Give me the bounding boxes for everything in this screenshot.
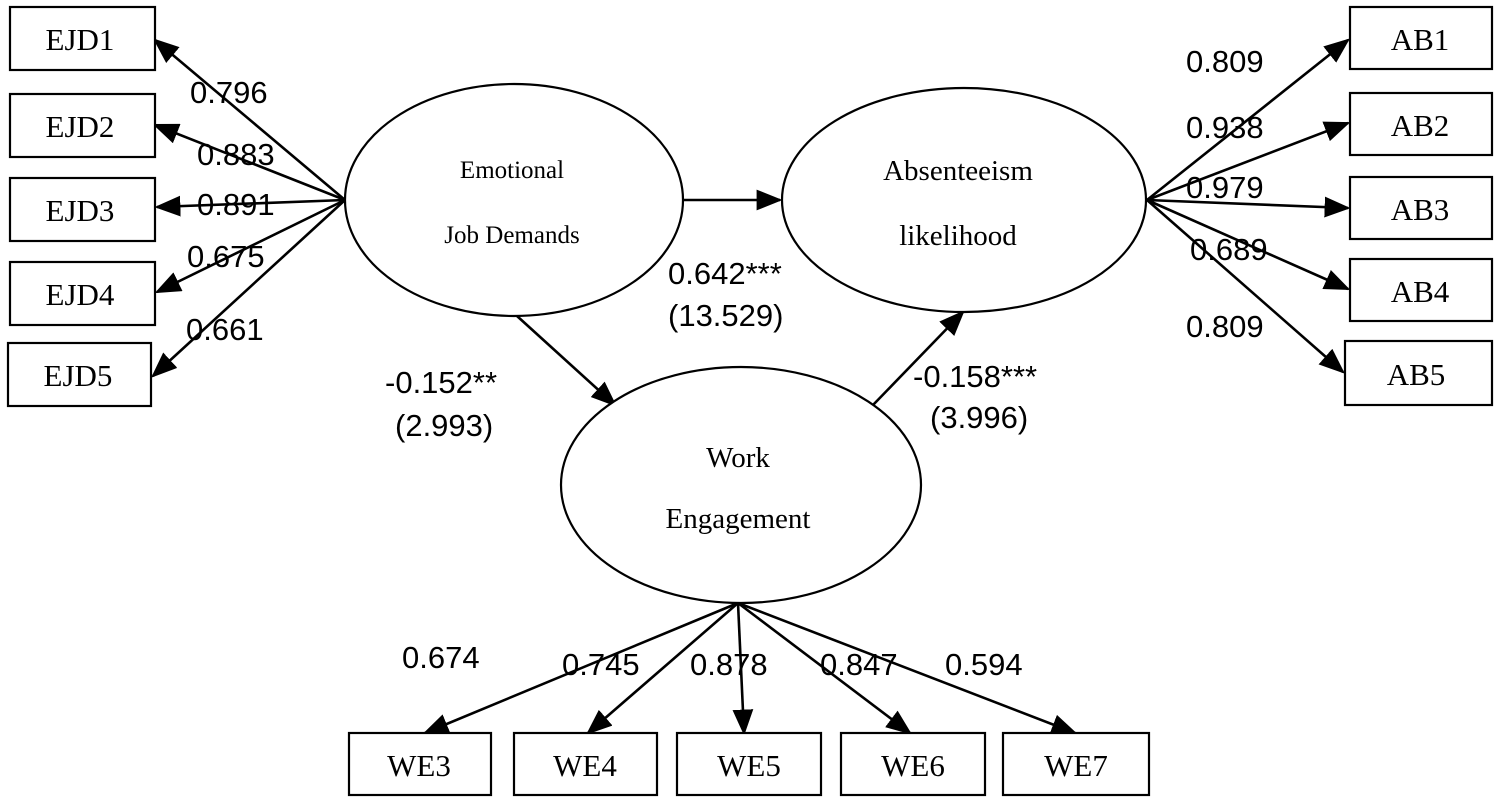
arrow-we-to-we3 (422, 601, 739, 735)
loading-label-we5: 0.878 (690, 647, 768, 682)
indicator-label-we3: WE3 (387, 748, 451, 783)
loading-label-we4: 0.745 (562, 647, 640, 682)
indicator-box-ejd5 (6, 341, 153, 408)
arrow-ab-to-ab2 (1146, 121, 1351, 202)
loading-labels-ab: 0.809 0.938 0.979 0.689 0.809 (1186, 44, 1268, 344)
structural-arrows (516, 189, 965, 407)
arrow-we-to-we6 (737, 601, 913, 735)
latent-label-ejd-line1: Emotional (460, 157, 564, 184)
indicator-box-we6 (839, 731, 987, 797)
indicator-box-we4 (512, 731, 659, 797)
indicator-box-we7 (1001, 731, 1151, 797)
measurement-arrows-ab (1146, 38, 1351, 374)
indicator-label-ejd5: EJD5 (44, 358, 113, 393)
indicator-label-we6: WE6 (881, 748, 945, 783)
indicator-label-ab2: AB2 (1391, 108, 1450, 143)
arrow-ejd-to-ejd5 (151, 199, 346, 378)
indicator-box-ab3 (1348, 175, 1494, 241)
indicator-label-ejd2: EJD2 (46, 109, 115, 144)
latent-label-we-line2: Engagement (666, 503, 811, 535)
indicator-label-ejd3: EJD3 (46, 193, 115, 228)
indicator-label-ab1: AB1 (1391, 22, 1450, 57)
indicator-box-ab1 (1348, 5, 1494, 71)
path-coef-ejd-we: -0.152** (385, 365, 497, 400)
latent-label-ab-line2: likelihood (899, 220, 1017, 252)
indicator-box-we3 (347, 731, 493, 797)
loading-label-we3: 0.674 (402, 640, 480, 675)
arrow-ab-to-ab4 (1146, 198, 1351, 291)
indicator-box-ejd4 (8, 260, 157, 327)
latent-work-engagement: Work Engagement (559, 365, 923, 605)
measurement-arrows-we (422, 601, 1078, 736)
path-t-ejd-we: (2.993) (395, 408, 493, 443)
loading-labels-we: 0.674 0.745 0.878 0.847 0.594 (402, 640, 1023, 682)
path-label-ejd-we: -0.152** (2.993) (385, 365, 497, 443)
path-coef-ejd-ab: 0.642*** (668, 256, 782, 291)
arrow-ab-to-ab5 (1146, 199, 1345, 374)
indicator-box-we5 (675, 731, 823, 797)
loading-label-ab5: 0.809 (1186, 309, 1264, 344)
arrow-ab-to-ab3 (1146, 196, 1351, 218)
indicator-label-ab4: AB4 (1391, 274, 1450, 309)
indicator-box-ab5 (1343, 339, 1494, 407)
indicator-box-ab4 (1348, 257, 1494, 323)
indicator-box-ab2 (1348, 91, 1494, 157)
loading-label-ejd5: 0.661 (186, 312, 264, 347)
latent-label-ab-line1: Absenteeism (883, 155, 1033, 187)
indicator-box-ejd1 (8, 5, 157, 72)
arrow-ejd-to-we (516, 315, 617, 407)
measurement-arrows-ejd (151, 38, 346, 378)
indicators-ab: AB1 AB2 AB3 AB4 AB5 (1343, 5, 1494, 407)
arrow-ab-to-ab1 (1146, 38, 1351, 202)
indicator-label-ab3: AB3 (1391, 192, 1450, 227)
loading-label-ab4: 0.689 (1190, 232, 1268, 267)
loading-labels-ejd: 0.796 0.883 0.891 0.675 0.661 (186, 75, 275, 347)
path-label-we-ab: -0.158*** (3.996) (913, 359, 1037, 435)
arrow-ejd-to-ejd4 (154, 198, 346, 294)
indicator-label-ab5: AB5 (1387, 357, 1446, 392)
latent-ellipse-ab (780, 86, 1148, 314)
latent-label-we-line1: Work (706, 442, 770, 474)
loading-label-we7: 0.594 (945, 647, 1023, 682)
arrow-ejd-to-ejd3 (154, 195, 346, 217)
arrow-we-to-ab (872, 310, 965, 406)
indicator-label-we5: WE5 (717, 748, 781, 783)
indicator-label-we4: WE4 (553, 748, 617, 783)
path-t-we-ab: (3.996) (930, 400, 1028, 435)
arrow-we-to-we4 (586, 602, 739, 735)
arrow-ejd-to-ejd1 (153, 38, 346, 201)
loading-label-ejd1: 0.796 (190, 75, 268, 110)
indicator-label-ejd1: EJD1 (46, 22, 115, 57)
loading-label-ab2: 0.938 (1186, 110, 1264, 145)
indicator-label-ejd4: EJD4 (46, 277, 115, 312)
indicator-box-ejd2 (8, 92, 157, 159)
latent-absenteeism-likelihood: Absenteeism likelihood (780, 86, 1148, 314)
loading-label-ejd2: 0.883 (197, 137, 275, 172)
indicators-ejd: EJD1 EJD2 EJD3 EJD4 EJD5 (6, 5, 157, 408)
latent-ellipse-ejd (343, 82, 685, 318)
latent-ellipse-we (559, 365, 923, 605)
latent-emotional-job-demands: Emotional Job Demands (343, 82, 685, 318)
indicator-label-we7: WE7 (1044, 748, 1108, 783)
loading-label-ab3: 0.979 (1186, 170, 1264, 205)
path-t-ejd-ab: (13.529) (668, 298, 783, 333)
loading-label-ab1: 0.809 (1186, 44, 1264, 79)
latent-label-ejd-line2: Job Demands (444, 222, 579, 249)
loading-label-we6: 0.847 (820, 647, 898, 682)
arrow-we-to-we5 (732, 602, 754, 736)
loading-label-ejd3: 0.891 (197, 187, 275, 222)
indicators-we: WE3 WE4 WE5 WE6 WE7 (347, 731, 1151, 797)
path-label-ejd-ab: 0.642*** (13.529) (668, 256, 783, 333)
path-coef-we-ab: -0.158*** (913, 359, 1037, 394)
loading-label-ejd4: 0.675 (187, 239, 265, 274)
arrow-we-to-we7 (737, 601, 1078, 735)
arrow-ejd-to-ejd2 (152, 123, 346, 202)
indicator-box-ejd3 (8, 176, 157, 243)
